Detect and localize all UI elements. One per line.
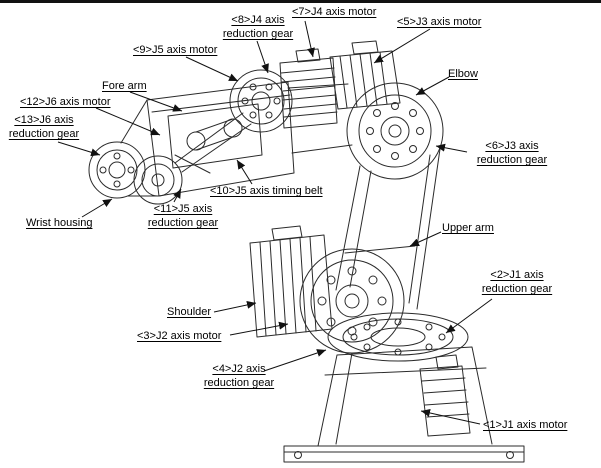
label-elbow: Elbow [448, 68, 478, 80]
label-j3-axis-reduction-gear: <6>J3 axis reduction gear [476, 140, 548, 167]
j2-motor [249, 225, 333, 338]
label-j5-axis-timing-belt: <10>J5 axis timing belt [210, 185, 323, 197]
leader-j1-axis-motor [420, 409, 481, 425]
label-j6-axis-reduction-gear: <13>J6 axis reduction gear [8, 114, 80, 141]
wrist [88, 99, 183, 205]
label-upper-arm: Upper arm [442, 222, 494, 234]
label-j5-axis-motor: <9>J5 axis motor [133, 44, 218, 56]
label-j6-axis-motor: <12>J6 axis motor [20, 96, 111, 108]
leader-j1-axis-reduction-gear [445, 298, 493, 334]
leader-j2-axis-reduction-gear [263, 349, 327, 372]
label-shoulder: Shoulder [167, 306, 212, 318]
leader-elbow [415, 76, 450, 96]
label-j1-axis-reduction-gear: <2>J1 axis reduction gear [481, 269, 553, 296]
label-j2-axis-motor: <3>J2 axis motor [137, 330, 222, 342]
label-wrist-housing: Wrist housing [26, 217, 93, 229]
robot-drawing [57, 20, 525, 463]
leader-j5-axis-motor [185, 56, 239, 82]
label-j3-axis-motor: <5>J3 axis motor [397, 16, 482, 28]
leader-j2-axis-motor [229, 321, 289, 336]
upper-arm-link [335, 148, 441, 310]
leader-j6-axis-reduction-gear [57, 141, 101, 157]
leader-wrist-housing [81, 198, 113, 218]
leader-upper-arm [409, 231, 442, 247]
label-j1-axis-motor: <1>J1 axis motor [483, 419, 568, 431]
leader-j4-axis-reduction-gear [256, 40, 269, 74]
base [283, 346, 525, 463]
j5-timing-belt-lines [174, 112, 252, 173]
leader-j3-axis-reduction-gear [435, 143, 468, 153]
leader-j4-axis-motor [304, 20, 315, 58]
leader-lines [57, 20, 493, 425]
label-j5-axis-reduction-gear: <11>J5 axis reduction gear [147, 203, 219, 230]
elbow-joint [346, 82, 444, 180]
label-j4-axis-motor: <7>J4 axis motor [292, 6, 377, 18]
leader-shoulder [213, 300, 257, 313]
label-fore-arm: Fore arm [102, 80, 147, 92]
label-j2-axis-reduction-gear: <4>J2 axis reduction gear [203, 363, 275, 390]
leader-j5-axis-timing-belt [236, 159, 253, 185]
leader-fore-arm [129, 91, 183, 112]
leader-j3-axis-motor [373, 28, 431, 64]
leader-j5-axis-reduction-gear [173, 188, 182, 203]
j1-reduction-gear [327, 312, 469, 362]
fore-arm-body [146, 81, 353, 197]
label-j4-axis-reduction-gear: <8>J4 axis reduction gear [222, 14, 294, 41]
shoulder-joint [299, 248, 405, 354]
j3-motor [329, 40, 401, 110]
j1-motor [419, 354, 471, 437]
leader-j6-axis-motor [95, 107, 161, 136]
